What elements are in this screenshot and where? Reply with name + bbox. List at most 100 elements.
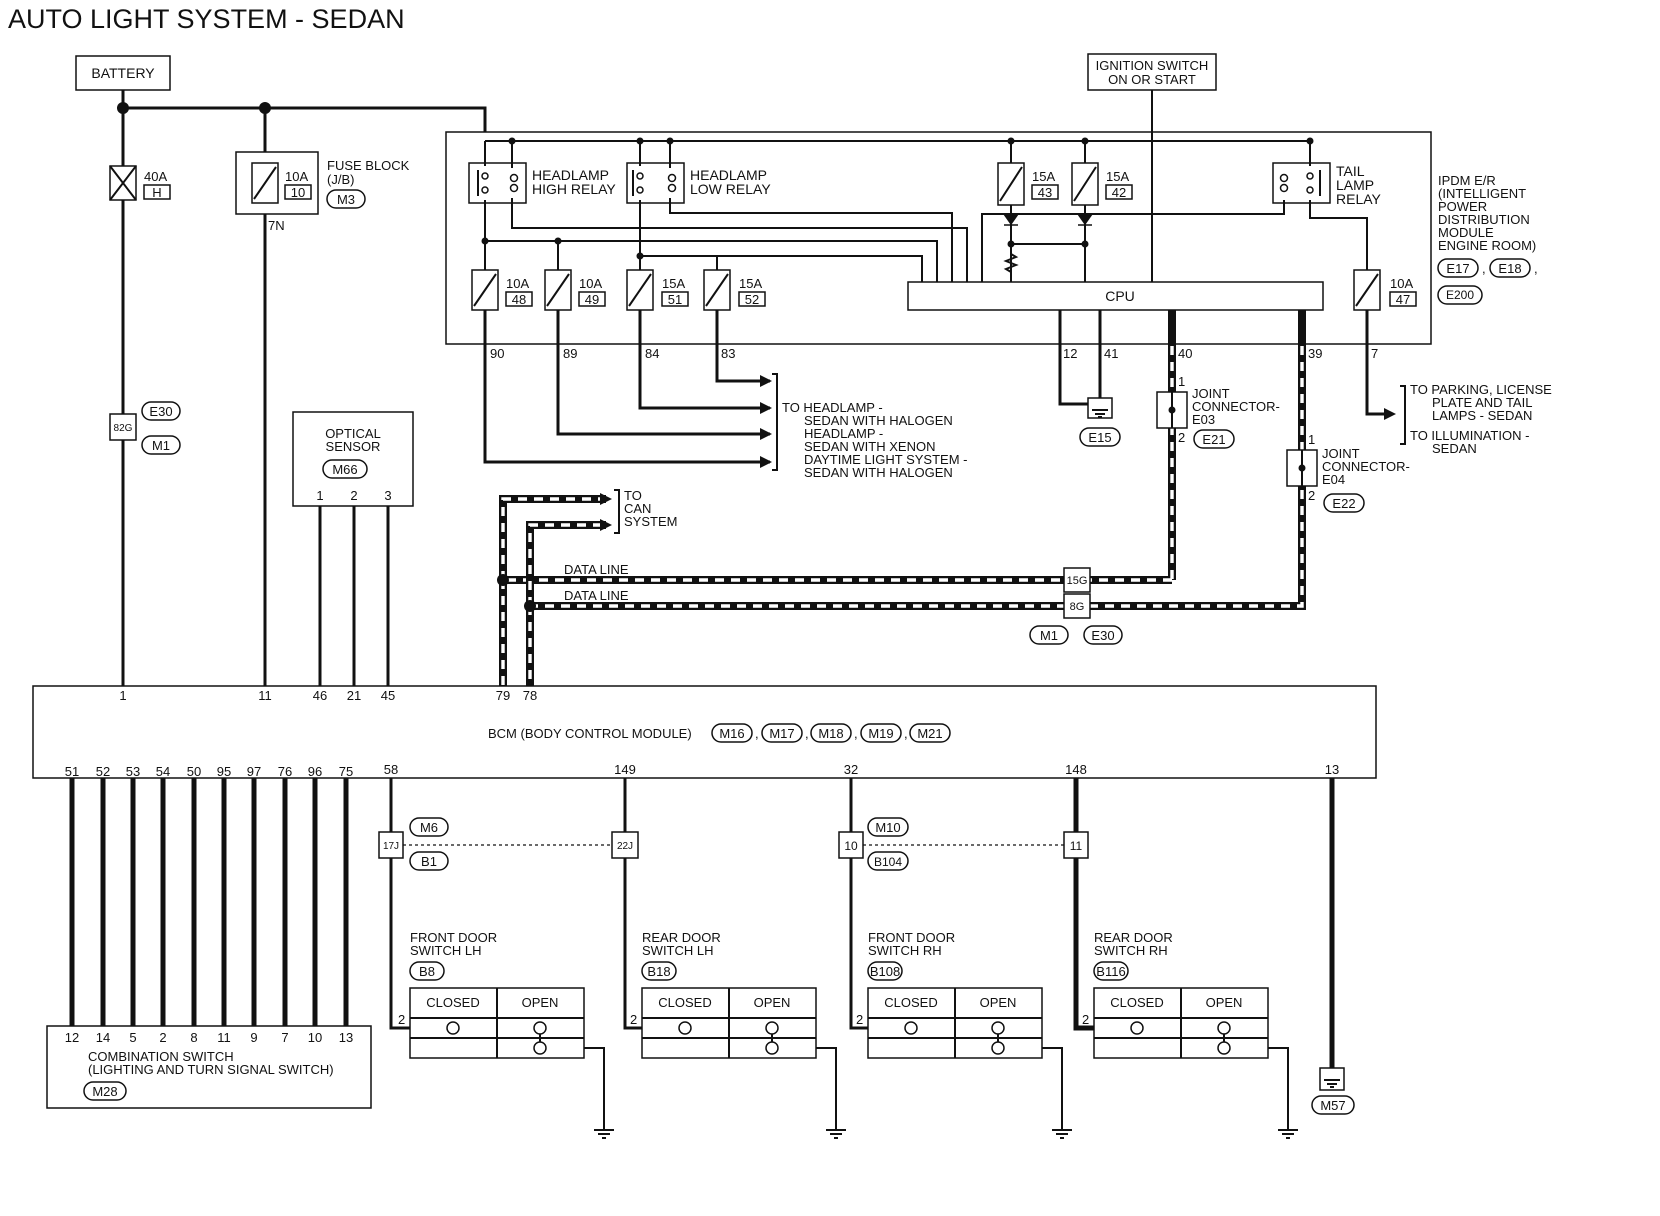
relay-pin — [1306, 186, 1314, 194]
ground-m57-pill — [1311, 1095, 1355, 1115]
bcm-box — [32, 685, 1377, 779]
fuse-52-amp: 15A — [739, 276, 762, 291]
fuse-52-slash — [705, 273, 729, 307]
joint-e03-connector-pill — [1193, 429, 1235, 449]
bcm-connector-3: M18 — [818, 726, 843, 741]
battery-label: BATTERY — [91, 65, 155, 81]
wire-148 — [1073, 778, 1094, 1031]
ipdm-name-5: MODULE — [1438, 225, 1494, 240]
relay-pin — [636, 186, 644, 194]
combination-switch-name-2: (LIGHTING AND TURN SIGNAL SWITCH) — [88, 1062, 334, 1077]
inline-17j-label: 17J — [383, 841, 399, 852]
bcm-bottom-pin: 13 — [1325, 762, 1339, 777]
fuse-49-id: 49 — [585, 292, 599, 307]
door-switch-grid — [410, 988, 584, 1058]
bcm-pin-78: 78 — [523, 688, 537, 703]
door-switch-open-contact-2 — [533, 1041, 547, 1055]
low-relay-label-2: LOW RELAY — [690, 181, 771, 197]
cpu-label: CPU — [1105, 288, 1135, 304]
fuse-block-connector: M3 — [337, 192, 355, 207]
wire-84 — [638, 310, 770, 410]
bcm-sep: , — [805, 726, 809, 741]
door-switch-grid — [868, 988, 1042, 1058]
door-switch-open-contact-1 — [1217, 1021, 1231, 1035]
door-switch-ground — [1268, 1047, 1298, 1139]
bcm-pin-11: 11 — [258, 688, 272, 703]
headlamp-target-3: HEADLAMP - — [804, 426, 883, 441]
door-switch-closed-label: CLOSED — [426, 995, 479, 1010]
ipdm-terminal-83: 83 — [721, 346, 735, 361]
ipdm-name-4: DISTRIBUTION — [1438, 212, 1530, 227]
fuse-51-amp: 15A — [662, 276, 685, 291]
inline-82g-connector-2-pill — [141, 435, 181, 455]
fuse-block-id-box — [284, 184, 312, 200]
tail-relay-label-1: TAIL — [1336, 163, 1365, 179]
optical-sensor-connector-pill — [322, 459, 368, 479]
inline-22j-label: 22J — [617, 841, 633, 852]
fuse-block-id: 10 — [291, 185, 305, 200]
resistor — [1003, 253, 1019, 273]
door-switch-name-2: SWITCH LH — [410, 943, 482, 958]
inline-data-connector-2-pill — [1083, 625, 1123, 645]
ground-m57-label: M57 — [1320, 1098, 1345, 1113]
fuse-40a-amp: 40A — [144, 169, 167, 184]
inline-8g-label: 8G — [1070, 601, 1085, 613]
tail-relay-contact — [1309, 141, 1368, 270]
joint-e04-name-2: CONNECTOR- — [1322, 459, 1410, 474]
door-switch-ground — [584, 1047, 614, 1139]
fuse-feed-wires — [484, 241, 641, 270]
combination-switch-pin: 11 — [217, 1030, 231, 1045]
door-switch-closed-label: CLOSED — [658, 995, 711, 1010]
fuse-42-id-box — [1105, 184, 1133, 200]
can-splice-2 — [524, 600, 536, 612]
bcm-bottom-pin: 58 — [384, 762, 398, 777]
fuse-block-fuse-slash — [253, 166, 277, 200]
headlamp-bracket — [772, 373, 778, 471]
inline-11-label: 11 — [1070, 839, 1083, 853]
inline-17j-connector-2-pill — [409, 851, 449, 871]
bcm-name: BCM (BODY CONTROL MODULE) — [488, 726, 692, 741]
bcm-connector-1-pill — [711, 723, 753, 743]
door-switch-open-label: OPEN — [522, 995, 559, 1010]
fuse-48-id: 48 — [512, 292, 526, 307]
combination-switch-pin: 2 — [159, 1030, 166, 1045]
door-switch-closed-label: CLOSED — [884, 995, 937, 1010]
joint-e04-connector-pill — [1323, 493, 1365, 513]
wire-90 — [483, 310, 770, 464]
combination-switch-pin: 13 — [339, 1030, 353, 1045]
relay-pin — [481, 172, 489, 180]
relay-coil — [667, 173, 677, 183]
door-switch-name-2: SWITCH LH — [642, 943, 714, 958]
bcm-bottom-pin: 32 — [844, 762, 858, 777]
headlamp-target-5: DAYTIME LIGHT SYSTEM - — [804, 452, 967, 467]
door-switch-open-label: OPEN — [980, 995, 1017, 1010]
door-switch-connector-pill — [1093, 961, 1129, 981]
door-switch-open-contact-2 — [765, 1041, 779, 1055]
ipdm-sep-1: , — [1482, 261, 1486, 276]
door-switch-name-1: FRONT DOOR — [868, 930, 955, 945]
inline-15g-label: 15G — [1067, 575, 1088, 587]
door-switch-connector: B8 — [419, 964, 435, 979]
bcm-bottom-pin: 50 — [187, 764, 201, 779]
wire-89 — [556, 310, 770, 436]
wire-7 — [1365, 310, 1392, 416]
joint-e04-pin-2: 2 — [1308, 488, 1315, 503]
joint-e03-name-2: CONNECTOR- — [1192, 399, 1280, 414]
door-switch-connector: B116 — [1096, 964, 1125, 979]
ignition-switch-label-2: ON OR START — [1108, 72, 1196, 87]
arrow-7 — [1384, 408, 1396, 420]
relay-coil — [509, 173, 519, 183]
joint-e04-connector: E22 — [1332, 496, 1355, 511]
door-switch-pin: 2 — [1082, 1012, 1089, 1027]
door-switch-connector-pill — [409, 961, 445, 981]
joint-e04-name-3: E04 — [1322, 472, 1345, 487]
combination-switch-connector-pill — [83, 1081, 127, 1101]
bcm-pin-45: 45 — [381, 688, 395, 703]
fuse-49-id-box — [578, 291, 606, 307]
door-switch-closed-contact — [446, 1021, 460, 1035]
parking-bracket — [1400, 385, 1406, 445]
tail-relay-coil-wire — [981, 200, 1285, 282]
optical-sensor-connector: M66 — [332, 462, 357, 477]
fuse-block-name-2: (J/B) — [327, 172, 354, 187]
